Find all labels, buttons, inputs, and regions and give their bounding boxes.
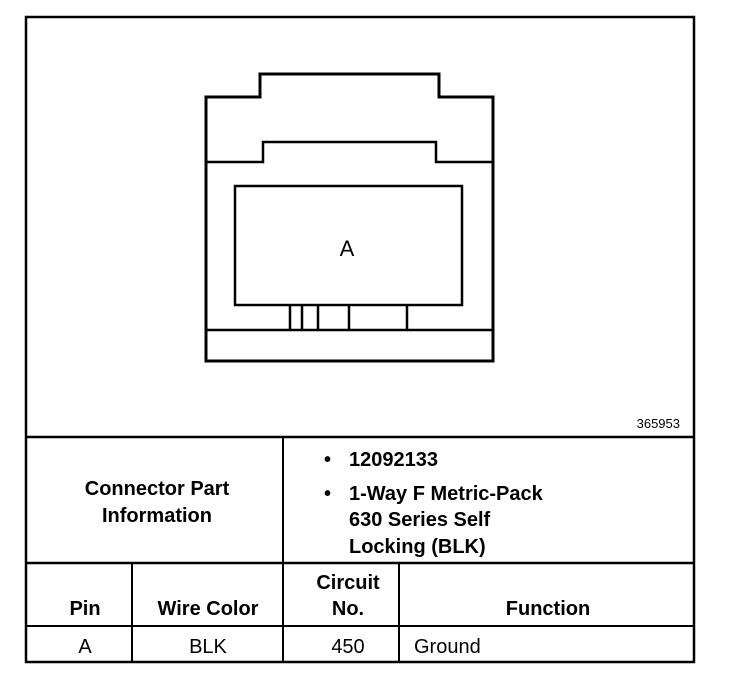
cell-circuit: 450 — [331, 636, 364, 658]
bullet-icon: • — [324, 449, 331, 471]
cell-function: Ground — [414, 636, 481, 658]
header-circuit-line1: Circuit — [316, 572, 380, 594]
header-wire-color: Wire Color — [158, 598, 259, 620]
pin-table-header: Pin Wire Color Circuit No. Function — [69, 572, 590, 620]
cell-pin: A — [78, 636, 92, 658]
header-pin: Pin — [69, 598, 100, 620]
cell-wire-color: BLK — [189, 636, 227, 658]
header-circuit-line2: No. — [332, 598, 364, 620]
table-row: A BLK 450 Ground — [78, 636, 480, 658]
cavity-label: A — [340, 236, 355, 261]
connector-part-info: Connector Part Information • 12092133 • … — [85, 449, 544, 558]
part-description-line2: 630 Series Self — [349, 509, 491, 531]
connector-face-drawing: A — [204, 72, 495, 363]
figure-number: 365953 — [637, 416, 680, 431]
connector-info-label-line1: Connector Part — [85, 478, 230, 500]
connector-inner-step — [206, 140, 493, 164]
header-function: Function — [506, 598, 590, 620]
part-description-line1: 1-Way F Metric-Pack — [349, 483, 544, 505]
connector-info-label-line2: Information — [102, 505, 212, 527]
bullet-icon: • — [324, 483, 331, 505]
connector-housing — [204, 72, 495, 363]
part-description-line3: Locking (BLK) — [349, 536, 486, 558]
outer-frame — [24, 15, 696, 664]
part-number: 12092133 — [349, 449, 438, 471]
